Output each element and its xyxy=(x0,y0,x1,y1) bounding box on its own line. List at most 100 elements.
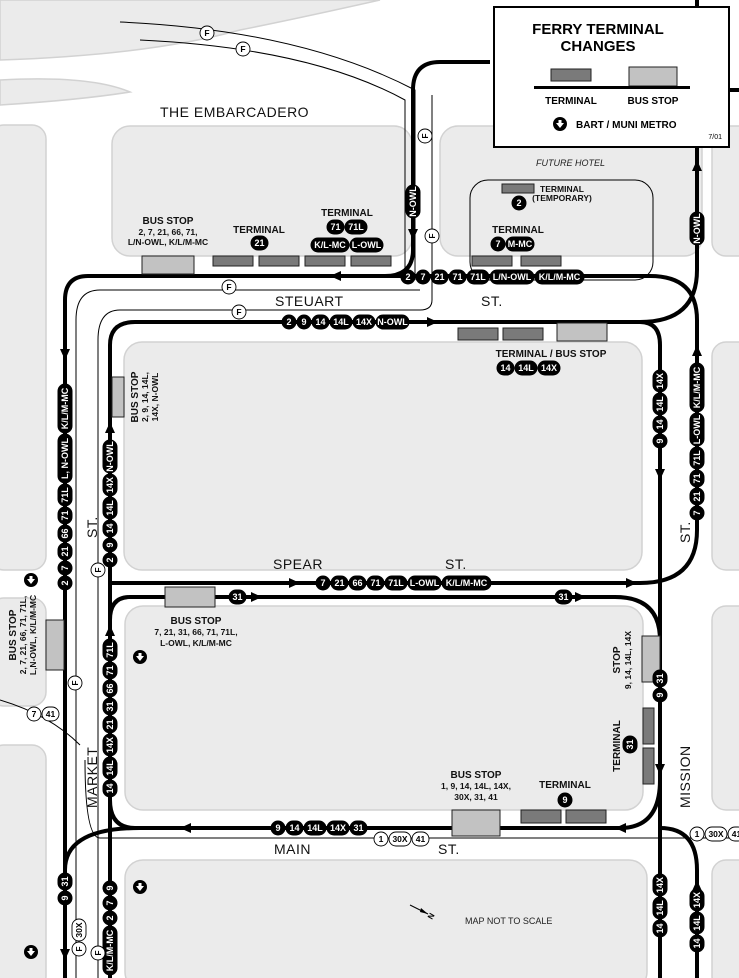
route-badge[interactable] xyxy=(430,269,449,285)
route-badge[interactable] xyxy=(102,537,118,553)
route-badge[interactable] xyxy=(57,575,73,591)
route-badge[interactable] xyxy=(514,360,538,376)
route-badge[interactable] xyxy=(102,910,118,926)
route-badge[interactable] xyxy=(373,831,389,847)
route-badge[interactable] xyxy=(388,831,412,847)
route-badge[interactable] xyxy=(71,918,87,942)
bus-stop-mission[interactable] xyxy=(641,635,661,683)
route-badge[interactable] xyxy=(534,269,585,285)
route-badge[interactable] xyxy=(411,831,430,847)
route-badge[interactable] xyxy=(689,362,705,413)
route-badge[interactable] xyxy=(102,733,118,757)
route-badge[interactable] xyxy=(57,890,73,906)
terminal-metro[interactable] xyxy=(350,255,392,267)
route-badge[interactable] xyxy=(303,820,327,836)
route-badge[interactable] xyxy=(228,589,247,605)
route-badge[interactable] xyxy=(622,735,638,754)
terminal-71[interactable] xyxy=(304,255,346,267)
route-badge[interactable] xyxy=(221,279,237,295)
route-badge[interactable] xyxy=(57,483,73,507)
route-badge[interactable] xyxy=(102,895,118,911)
terminal-slot[interactable] xyxy=(258,255,300,267)
route-badge[interactable] xyxy=(727,826,739,842)
bus-stop-embarcadero[interactable] xyxy=(141,255,195,275)
route-badge[interactable] xyxy=(102,473,118,497)
route-badge[interactable] xyxy=(415,269,431,285)
route-badge[interactable] xyxy=(270,820,286,836)
route-badge[interactable] xyxy=(102,880,118,896)
route-badge[interactable] xyxy=(315,575,331,591)
route-badge[interactable] xyxy=(296,314,312,330)
route-badge[interactable] xyxy=(384,575,408,591)
route-badge[interactable] xyxy=(405,184,421,219)
route-badge[interactable] xyxy=(41,706,60,722)
route-badge[interactable] xyxy=(537,360,561,376)
route-badge[interactable] xyxy=(557,792,573,808)
route-badge[interactable] xyxy=(310,237,350,253)
route-badge[interactable] xyxy=(329,314,353,330)
bus-stop-market[interactable] xyxy=(45,619,65,671)
route-badge[interactable] xyxy=(348,575,367,591)
route-badge[interactable] xyxy=(689,888,705,912)
route-badge[interactable] xyxy=(102,552,118,568)
route-badge[interactable] xyxy=(311,314,330,330)
route-badge[interactable] xyxy=(285,820,304,836)
route-badge[interactable] xyxy=(652,669,668,688)
route-badge[interactable] xyxy=(102,715,118,734)
bart-muni-icon[interactable] xyxy=(24,945,38,959)
bart-muni-icon[interactable] xyxy=(24,573,38,587)
terminal-21[interactable] xyxy=(212,255,254,267)
route-badge[interactable] xyxy=(199,25,215,41)
route-badge[interactable] xyxy=(448,269,467,285)
route-badge[interactable] xyxy=(90,945,106,961)
terminal-14-b[interactable] xyxy=(502,327,544,341)
route-badge[interactable] xyxy=(689,469,705,488)
route-badge[interactable] xyxy=(704,826,728,842)
route-badge[interactable] xyxy=(330,575,349,591)
bus-stop-steuart[interactable] xyxy=(111,376,125,418)
route-badge[interactable] xyxy=(102,519,118,538)
bus-stop-main[interactable] xyxy=(451,809,501,837)
route-badge[interactable] xyxy=(102,679,118,698)
route-badge[interactable] xyxy=(554,589,573,605)
route-badge[interactable] xyxy=(652,392,668,416)
route-badge[interactable] xyxy=(57,383,73,434)
route-badge[interactable] xyxy=(652,415,668,434)
route-badge[interactable] xyxy=(417,128,433,144)
route-badge[interactable] xyxy=(57,506,73,525)
bus-stop-spear[interactable] xyxy=(164,586,216,608)
route-badge[interactable] xyxy=(689,911,705,935)
route-badge[interactable] xyxy=(689,211,705,246)
route-badge[interactable] xyxy=(102,638,118,662)
route-badge[interactable] xyxy=(349,820,368,836)
route-badge[interactable] xyxy=(102,661,118,680)
terminal-9-a[interactable] xyxy=(520,809,562,824)
route-badge[interactable] xyxy=(505,236,535,252)
route-badge[interactable] xyxy=(496,360,515,376)
route-badge[interactable] xyxy=(490,236,506,252)
route-badge[interactable] xyxy=(689,412,705,447)
route-badge[interactable] xyxy=(57,872,73,891)
route-badge[interactable] xyxy=(102,697,118,716)
route-badge[interactable] xyxy=(652,873,668,897)
route-badge[interactable] xyxy=(352,314,376,330)
route-badge[interactable] xyxy=(250,235,269,251)
route-badge[interactable] xyxy=(400,269,416,285)
route-badge[interactable] xyxy=(90,562,106,578)
route-badge[interactable] xyxy=(57,542,73,561)
route-badge[interactable] xyxy=(689,446,705,470)
route-badge[interactable] xyxy=(407,575,442,591)
route-badge[interactable] xyxy=(344,219,368,235)
bart-muni-icon[interactable] xyxy=(133,880,147,894)
terminal-9-b[interactable] xyxy=(565,809,607,824)
route-badge[interactable] xyxy=(235,41,251,57)
terminal-2-temporary[interactable] xyxy=(501,183,535,194)
terminal-14-a[interactable] xyxy=(457,327,499,341)
route-badge[interactable] xyxy=(326,820,350,836)
route-badge[interactable] xyxy=(489,269,535,285)
route-badge[interactable] xyxy=(67,675,83,691)
route-badge[interactable] xyxy=(281,314,297,330)
route-badge[interactable] xyxy=(689,934,705,953)
route-badge[interactable] xyxy=(57,560,73,576)
route-badge[interactable] xyxy=(689,487,705,506)
